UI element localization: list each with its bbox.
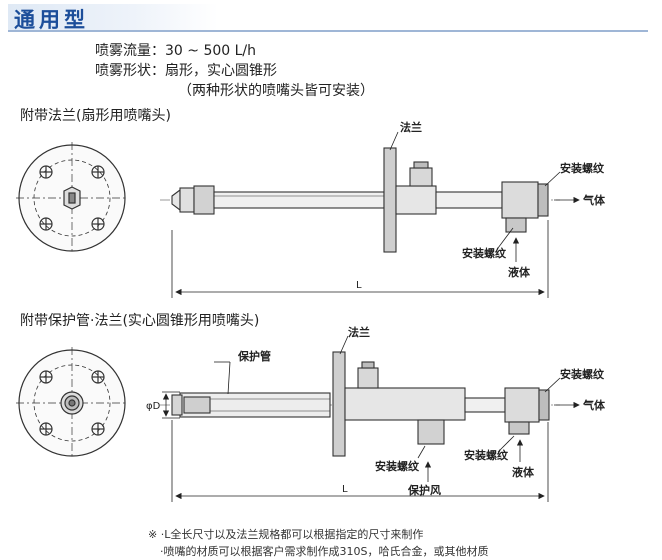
label-protective-air: 保护风 <box>407 483 441 497</box>
header-underline <box>8 30 648 32</box>
label-flange-2: 法兰 <box>348 325 370 339</box>
label-liquid-1: 液体 <box>508 265 531 279</box>
spec-flow: 喷雾流量：30 ~ 500 L/h <box>95 43 257 59</box>
bolt-hole <box>91 165 105 179</box>
label-mount-thread-1a: 安装螺纹 <box>560 161 605 175</box>
label-length-1: L <box>356 280 362 291</box>
flange-front-view-2 <box>16 347 128 459</box>
label-mount-thread-1b: 安装螺纹 <box>462 246 507 260</box>
bolt-hole <box>91 217 105 231</box>
note-line-1: ※ ·L全长尺寸以及法兰规格都可以根据指定的尺寸来制作 <box>148 528 424 541</box>
label-length-2: L <box>342 484 348 495</box>
flange-front-view-1 <box>16 142 128 254</box>
label-mount-thread-2c: 安装螺纹 <box>464 448 509 462</box>
spec-shape: 喷雾形状：扇形，实心圆锥形 <box>95 63 277 79</box>
bolt-hole <box>39 165 53 179</box>
section2-annotations <box>162 335 580 502</box>
section1-title: 附带法兰(扇形用喷嘴头) <box>20 108 171 124</box>
bolt-hole <box>39 217 53 231</box>
label-flange-1: 法兰 <box>400 120 422 134</box>
bolt-hole <box>91 370 105 384</box>
section1-annotations <box>171 131 580 298</box>
label-mount-thread-2b: 安装螺纹 <box>375 459 420 473</box>
header-background <box>8 4 218 30</box>
bolt-hole <box>91 422 105 436</box>
nozzle-side-view-1 <box>160 147 560 253</box>
label-gas-1: 气体 <box>582 193 606 207</box>
label-gas-2: 气体 <box>582 398 606 412</box>
nozzle-side-view-2 <box>160 351 560 457</box>
note-line-2: ·喷嘴的材质可以根据客户需求制作成310S，哈氏合金，或其他材质 <box>160 545 489 558</box>
bolt-hole <box>39 370 53 384</box>
spec-shape-note: （两种形状的喷嘴头皆可安装） <box>178 83 374 99</box>
label-protective-tube: 保护管 <box>237 349 271 363</box>
section2-title: 附带保护管·法兰(实心圆锥形用喷嘴头) <box>20 313 260 329</box>
label-mount-thread-2a: 安装螺纹 <box>560 367 605 381</box>
label-diameter: φD <box>146 401 161 412</box>
bolt-hole <box>39 422 53 436</box>
header: 通用型 <box>0 0 662 36</box>
page-title: 通用型 <box>14 8 89 32</box>
label-liquid-2: 液体 <box>512 465 535 479</box>
